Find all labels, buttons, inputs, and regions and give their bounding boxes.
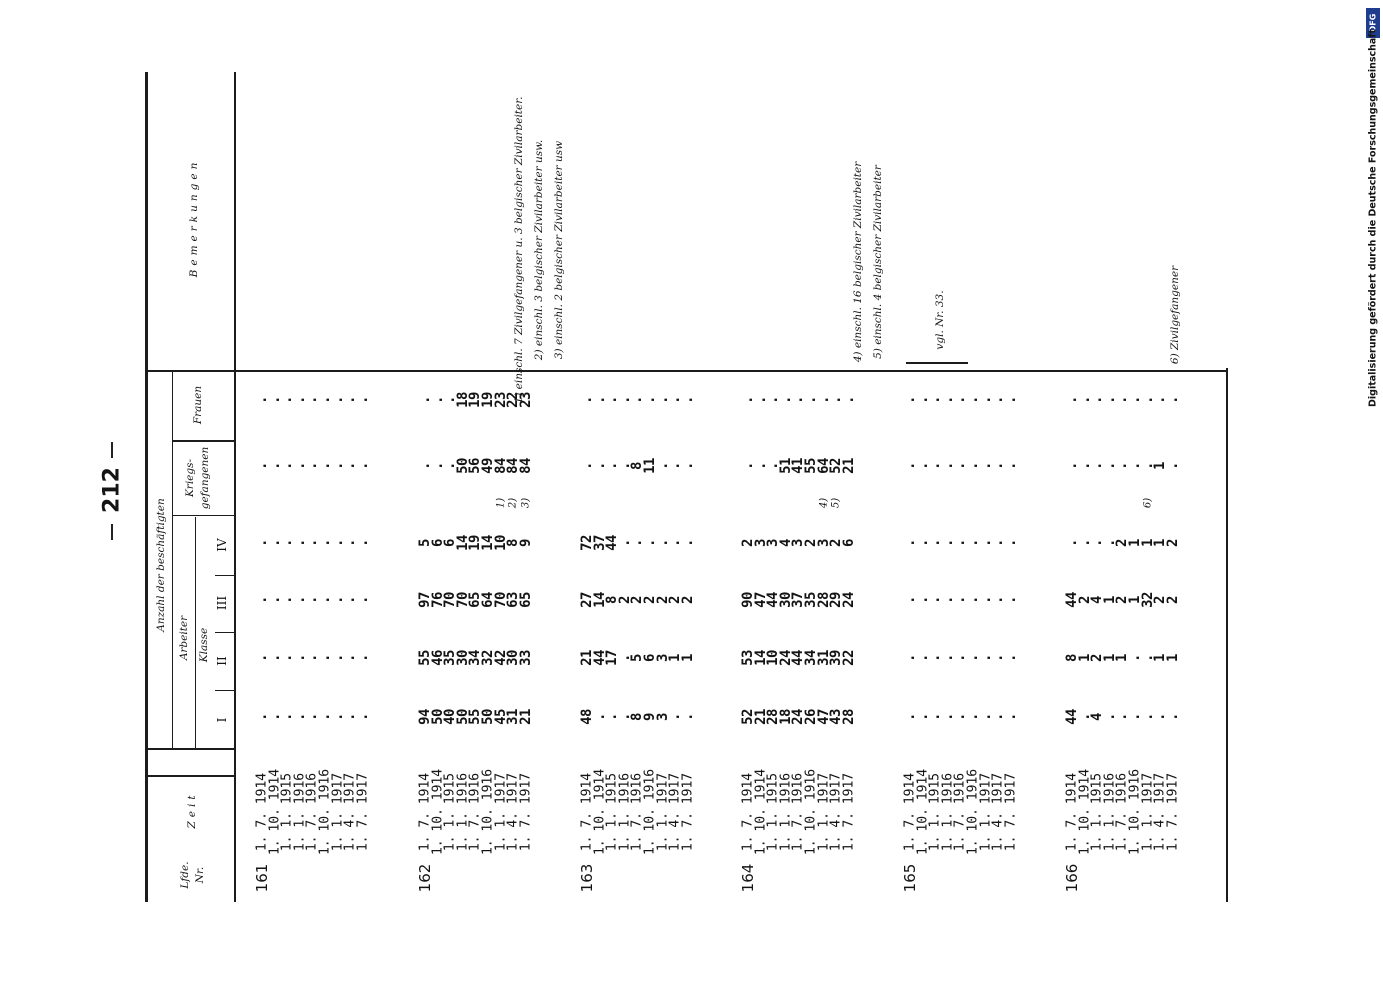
kg-footnote-mark: 1) — [495, 497, 507, 509]
header-kriegsgefangenen-1: Kriegs- — [184, 458, 196, 498]
header-class-2: II — [215, 656, 229, 666]
class3-cell: . — [354, 596, 371, 604]
header-rule-class-3-4 — [215, 575, 235, 576]
header-kriegsgefangenen-2: gefangenen — [199, 446, 211, 510]
date-cell: 1. 7. 1917 — [355, 772, 371, 852]
class2-cell: 22 — [840, 650, 857, 666]
remark-note: 3) einschl. 2 belgischer Zivilarbeiter u… — [553, 140, 565, 360]
header-rule-arbeiter — [195, 517, 196, 748]
remark-brace-165 — [906, 362, 968, 364]
frauen-cell: . — [679, 396, 696, 404]
kg-footnote-mark: 2) — [507, 497, 519, 509]
kriegsgefangene-cell: . — [1002, 462, 1019, 470]
header-class-3: III — [215, 595, 229, 611]
row-group-nr-162: 162 — [416, 863, 434, 893]
header-rule-class-2-3 — [215, 632, 235, 633]
kg-footnote-mark: 4) — [818, 497, 830, 509]
class3-cell: 65 — [517, 592, 534, 608]
class4-cell: . — [1002, 539, 1019, 547]
header-anzahl: Anzahl der beschäftigten — [155, 498, 167, 632]
class1-cell: . — [354, 713, 371, 721]
kg-footnote-mark: 6) — [1142, 497, 1154, 509]
header-frauen: Frauen — [192, 385, 204, 425]
credit-text: Digitalisierung gefördert durch die Deut… — [1367, 29, 1379, 407]
header-rule-kg-frauen — [172, 440, 235, 442]
date-cell: 1. 7. 1917 — [1165, 772, 1181, 852]
remark-note: 4) einschl. 16 belgischer Zivilarbeiter — [852, 161, 864, 363]
header-rule-anzahl — [172, 372, 173, 748]
class2-cell: 1 — [679, 654, 696, 662]
frauen-cell: . — [354, 396, 371, 404]
remark-note: 5) einschl. 4 belgischer Zivilarbeiter — [872, 165, 884, 359]
row-group-nr-166: 166 — [1063, 863, 1081, 893]
class4-cell: . — [679, 539, 696, 547]
class3-cell: 2 — [1164, 596, 1181, 604]
date-cell: 1. 7. 1917 — [841, 772, 857, 852]
header-rule-zeit-arbeiter — [148, 748, 235, 750]
row-group-nr-165: 165 — [901, 863, 919, 893]
class1-cell: . — [679, 713, 696, 721]
class4-cell: 9 — [517, 539, 534, 547]
remark-note: 6) Zivilgefangener — [1169, 265, 1181, 365]
remark-note: 1) einschl. 7 Zivilgefangener u. 3 belgi… — [513, 96, 525, 404]
remark-note: vgl. Nr. 33. — [934, 290, 946, 350]
class2-cell: 1 — [1164, 654, 1181, 662]
kriegsgefangene-cell: 21 — [840, 458, 857, 474]
row-group-nr-164: 164 — [739, 863, 757, 893]
row-group-nr-161: 161 — [253, 863, 271, 893]
class4-cell: . — [354, 539, 371, 547]
kriegsgefangene-cell: . — [354, 462, 371, 470]
class2-cell: 33 — [517, 650, 534, 666]
class3-cell: 2 — [679, 596, 696, 604]
table-bottom-rule — [1226, 368, 1228, 902]
page-number: 212 — [92, 442, 132, 540]
header-rule-frauen-bem — [148, 370, 1228, 372]
row-group-nr-163: 163 — [578, 863, 596, 893]
dfg-credit: DFG Digitalisierung gefördert durch die … — [1366, 8, 1380, 407]
kg-footnote-mark: 5) — [830, 497, 842, 509]
header-klasse: Klasse — [198, 627, 210, 663]
header-rule-class-4-kg — [172, 515, 235, 516]
class1-cell: . — [1002, 713, 1019, 721]
header-bemerkungen: Bemerkungen — [188, 158, 200, 278]
header-rule-class-1-2 — [215, 690, 235, 691]
frauen-cell: . — [1002, 396, 1019, 404]
frauen-cell: . — [840, 396, 857, 404]
class2-cell: . — [1002, 654, 1019, 662]
class2-cell: . — [354, 654, 371, 662]
kg-footnote-mark: 3) — [520, 497, 532, 509]
dfg-logo: DFG — [1366, 8, 1380, 38]
header-arbeiter: Arbeiter — [178, 615, 190, 661]
class3-cell: 24 — [840, 592, 857, 608]
header-class-1: I — [215, 717, 229, 723]
kriegsgefangene-cell: . — [1164, 462, 1181, 470]
date-cell: 1. 7. 1917 — [518, 772, 534, 852]
class4-cell: 6 — [840, 539, 857, 547]
class1-cell: 21 — [517, 709, 534, 725]
class1-cell: 28 — [840, 709, 857, 725]
date-cell: 1. 7. 1917 — [1003, 772, 1019, 852]
table-top-rule — [145, 72, 148, 902]
header-lfde-nr-1: Lfde. — [179, 861, 191, 889]
header-zeit: Zeit — [186, 791, 198, 829]
header-bottom-rule — [234, 72, 236, 902]
remark-note: 2) einschl. 3 belgischer Zivilarbeiter u… — [533, 139, 545, 361]
class3-cell: . — [1002, 596, 1019, 604]
header-lfde-nr-2: Nr. — [194, 866, 206, 884]
kriegsgefangene-cell: . — [679, 462, 696, 470]
header-class-4: IV — [215, 538, 229, 552]
class1-cell: . — [1164, 713, 1181, 721]
header-rule-nr-zeit — [148, 775, 235, 777]
frauen-cell: . — [1164, 396, 1181, 404]
class4-cell: 2 — [1164, 539, 1181, 547]
date-cell: 1. 7. 1917 — [680, 772, 696, 852]
kriegsgefangene-cell: 84 — [517, 458, 534, 474]
